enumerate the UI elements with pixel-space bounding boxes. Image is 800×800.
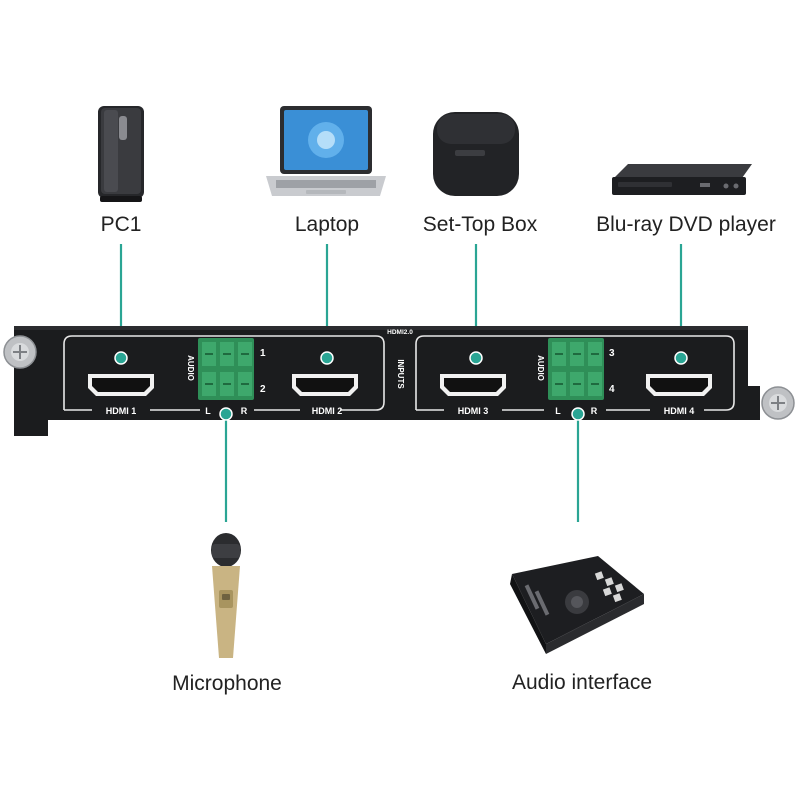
bluray-label: Blu-ray DVD player [596, 213, 776, 236]
dot-hdmi1 [114, 351, 128, 365]
left-label-1: L [205, 406, 211, 416]
hdmi-port-3 [440, 374, 506, 396]
microphone-device [211, 533, 241, 658]
hdmi3-label: HDMI 3 [458, 406, 489, 416]
audio-interface-device [510, 556, 644, 654]
hdmi-port-2 [292, 374, 358, 396]
audio-terminal-block-1 [198, 338, 254, 400]
thumbscrew-right [761, 386, 795, 420]
channel-1-label: 1 [260, 348, 266, 359]
hdmi-port-4 [646, 374, 712, 396]
dot-audio-2 [571, 407, 585, 421]
hdmi-port-1 [88, 374, 154, 396]
audio-terminal-block-2 [548, 338, 604, 400]
channel-4-label: 4 [609, 384, 615, 395]
input-card-panel: HDMI 1 HDMI 2 HDMI 3 HDMI 4 [3, 326, 795, 436]
inputs-label: INPUTS [396, 359, 405, 389]
right-label-1: R [241, 406, 248, 416]
left-label-2: L [555, 406, 561, 416]
pc1-label: PC1 [101, 213, 142, 236]
microphone-label: Microphone [172, 672, 282, 695]
audio-interface-label: Audio interface [512, 671, 652, 694]
hdmi1-label: HDMI 1 [106, 406, 137, 416]
bluray-device [612, 164, 752, 195]
dot-hdmi4 [674, 351, 688, 365]
right-label-2: R [591, 406, 598, 416]
dot-audio-1 [219, 407, 233, 421]
audio-label-1: AUDIO [186, 355, 195, 381]
thumbscrew-left [3, 335, 37, 369]
channel-2-label: 2 [260, 384, 266, 395]
dot-hdmi3 [469, 351, 483, 365]
hdmi2-label: HDMI 2 [312, 406, 343, 416]
pc1-device [98, 106, 144, 202]
laptop-device [266, 106, 386, 196]
bluray-player-shape [614, 164, 752, 178]
hdmi4-label: HDMI 4 [664, 406, 695, 416]
dot-hdmi2 [320, 351, 334, 365]
audio-label-2: AUDIO [536, 355, 545, 381]
settop-label: Set-Top Box [423, 213, 538, 236]
settop-device [433, 112, 519, 196]
channel-3-label: 3 [609, 348, 615, 359]
laptop-label: Laptop [295, 213, 359, 236]
connection-dots [114, 351, 688, 421]
version-label: HDMI2.0 [387, 329, 413, 336]
